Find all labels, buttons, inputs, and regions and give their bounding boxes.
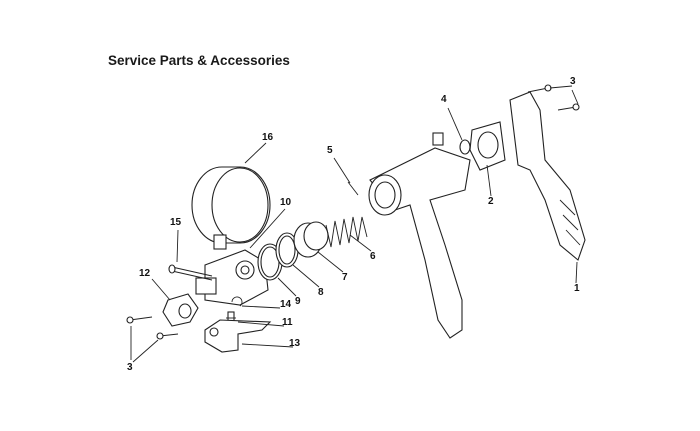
part-12-nut bbox=[162, 293, 199, 327]
part-10-valve-body bbox=[195, 249, 269, 306]
callout-15: 15 bbox=[170, 217, 182, 228]
part-4-seal bbox=[459, 139, 471, 155]
part-3-screws-left bbox=[126, 316, 179, 340]
callout-4: 4 bbox=[441, 94, 447, 105]
callout-7: 7 bbox=[342, 272, 348, 283]
callout-10: 10 bbox=[280, 197, 292, 208]
callout-3-bottom: 3 bbox=[127, 362, 133, 373]
callout-14: 14 bbox=[280, 299, 292, 310]
part-14-clip bbox=[231, 296, 243, 307]
callout-5: 5 bbox=[327, 145, 333, 156]
part-15-pin bbox=[168, 264, 213, 281]
callout-3-top: 3 bbox=[570, 76, 576, 87]
part-3-screws-right bbox=[527, 84, 580, 111]
part-7-piston bbox=[293, 221, 329, 258]
callout-6: 6 bbox=[370, 251, 376, 262]
callout-9: 9 bbox=[295, 296, 301, 307]
callout-16: 16 bbox=[262, 132, 274, 143]
callout-11: 11 bbox=[282, 317, 293, 328]
callout-12: 12 bbox=[139, 268, 151, 279]
leader-lines bbox=[130, 85, 579, 363]
part-2-cap bbox=[469, 121, 506, 171]
part-13-lever bbox=[204, 319, 272, 353]
callout-2: 2 bbox=[488, 196, 494, 207]
callout-13: 13 bbox=[289, 338, 301, 349]
part-6-spring bbox=[325, 216, 368, 248]
part-5-pin bbox=[347, 181, 359, 196]
callout-1: 1 bbox=[574, 283, 580, 294]
part-16-gauge bbox=[191, 166, 271, 250]
page-title: Service Parts & Accessories bbox=[108, 53, 290, 68]
part-1-trigger bbox=[509, 91, 586, 261]
callout-8: 8 bbox=[318, 287, 324, 298]
main-handle-body bbox=[368, 132, 471, 339]
